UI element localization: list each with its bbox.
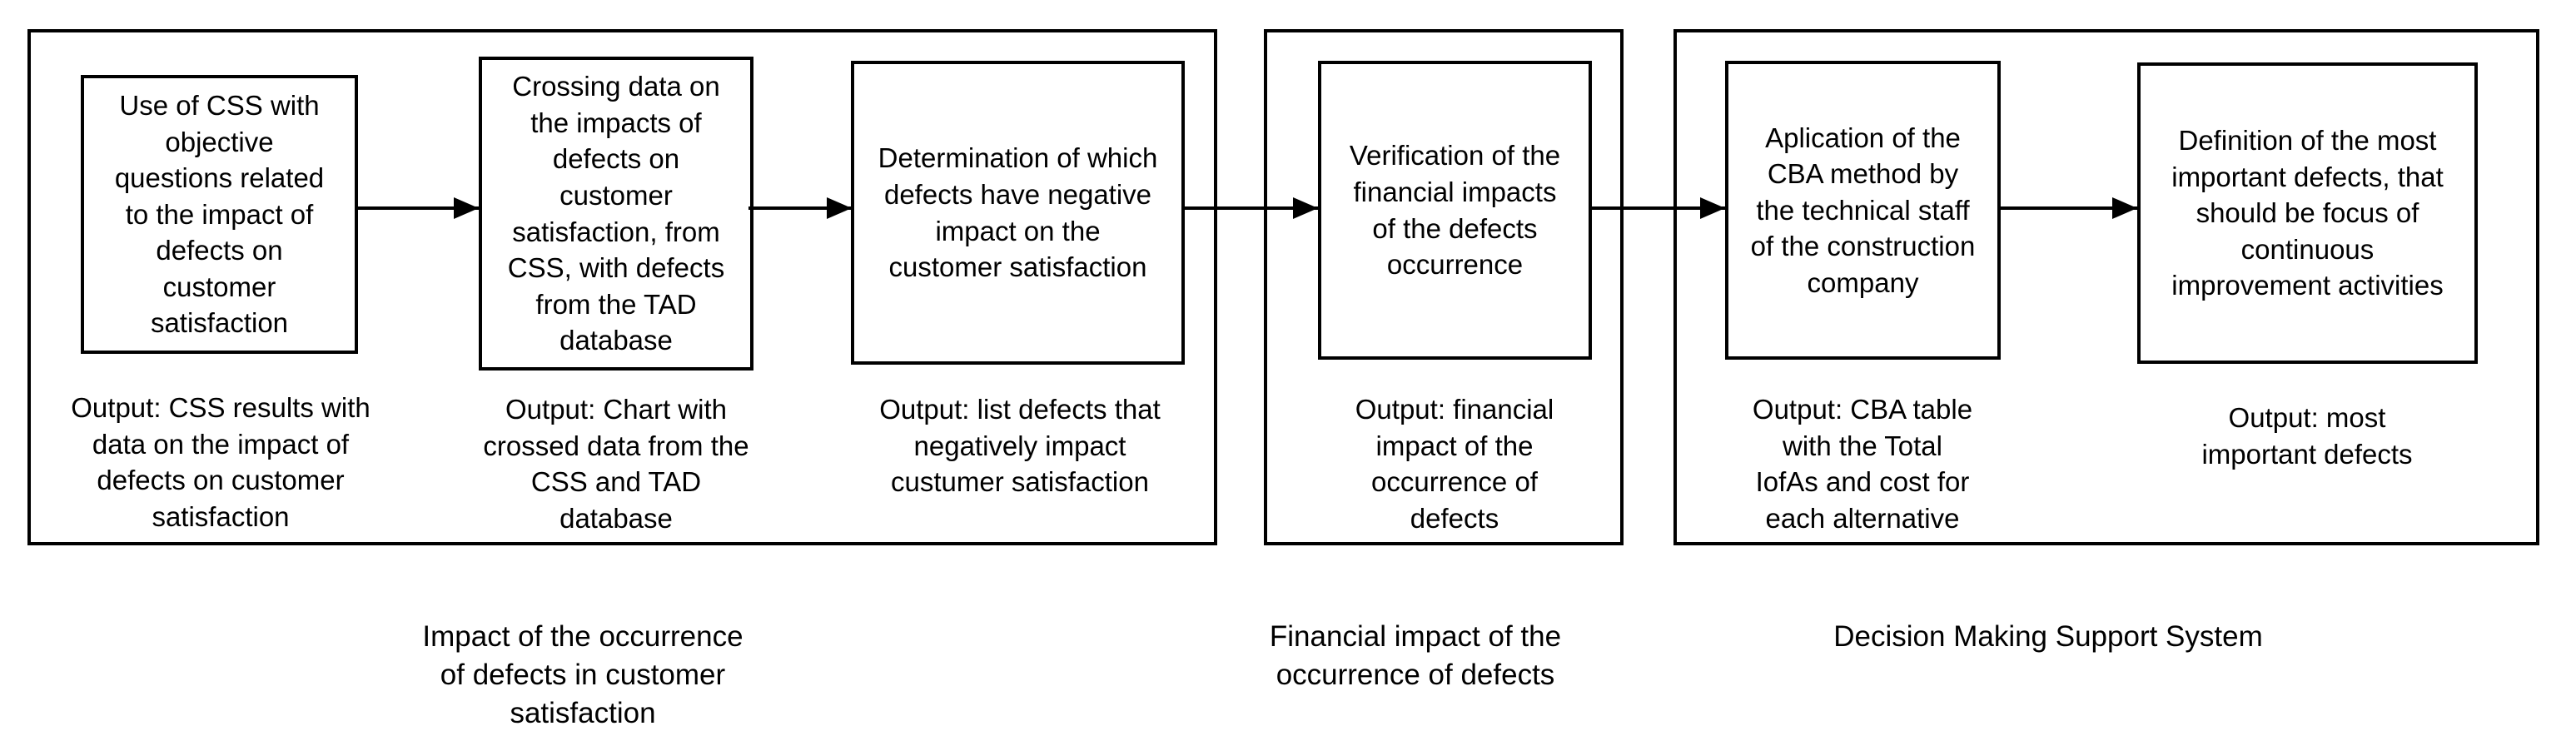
group-decision-support: [1673, 29, 2539, 545]
output-css-results: Output: CSS results with data on the imp…: [71, 392, 370, 532]
group-label-impact-satisfaction: Impact of the occurrence of defects in c…: [422, 620, 743, 730]
box-cba-application-text: Aplication of the CBA method by the tech…: [1750, 122, 1976, 298]
output-financial-impact: Output: financial impact of the occurren…: [1355, 394, 1554, 534]
group-label-decision-support: Decision Making Support System: [1833, 620, 2263, 653]
flow-arrow-icon: [748, 206, 852, 210]
output-important-defects: Output: most important defects: [2201, 402, 2413, 470]
flow-arrow-icon: [1589, 206, 1725, 210]
flow-arrow-icon: [358, 206, 479, 210]
box-crossing-data-text: Crossing data on the impacts of defects …: [507, 71, 725, 356]
output-chart-crossed-data: Output: Chart with crossed data from the…: [483, 394, 749, 534]
box-css-use-text: Use of CSS with objective questions rela…: [114, 90, 325, 339]
box-definition-defects-text: Definition of the most important defects…: [2171, 125, 2444, 301]
output-cba-table: Output: CBA table with the Total IofAs a…: [1752, 394, 1973, 534]
box-determination-defects-text: Determination of which defects have nega…: [878, 142, 1158, 283]
flow-arrow-icon: [1181, 206, 1318, 210]
box-crossing-data: Crossing data on the impacts of defects …: [479, 57, 753, 371]
box-cba-application: Aplication of the CBA method by the tech…: [1725, 61, 2001, 360]
group-label-financial-impact: Financial impact of the occurrence of de…: [1269, 620, 1562, 692]
box-verification-financial: Verification of the financial impacts of…: [1318, 61, 1592, 360]
box-determination-defects: Determination of which defects have nega…: [851, 61, 1185, 365]
box-definition-defects: Definition of the most important defects…: [2137, 62, 2478, 364]
group-impact-satisfaction: [27, 29, 1217, 545]
flow-arrow-icon: [1997, 206, 2137, 210]
group-financial-impact: [1264, 29, 1624, 545]
output-defects-list: Output: list defects that negatively imp…: [879, 394, 1161, 498]
box-css-use: Use of CSS with objective questions rela…: [81, 75, 358, 354]
box-verification-financial-text: Verification of the financial impacts of…: [1349, 140, 1561, 281]
